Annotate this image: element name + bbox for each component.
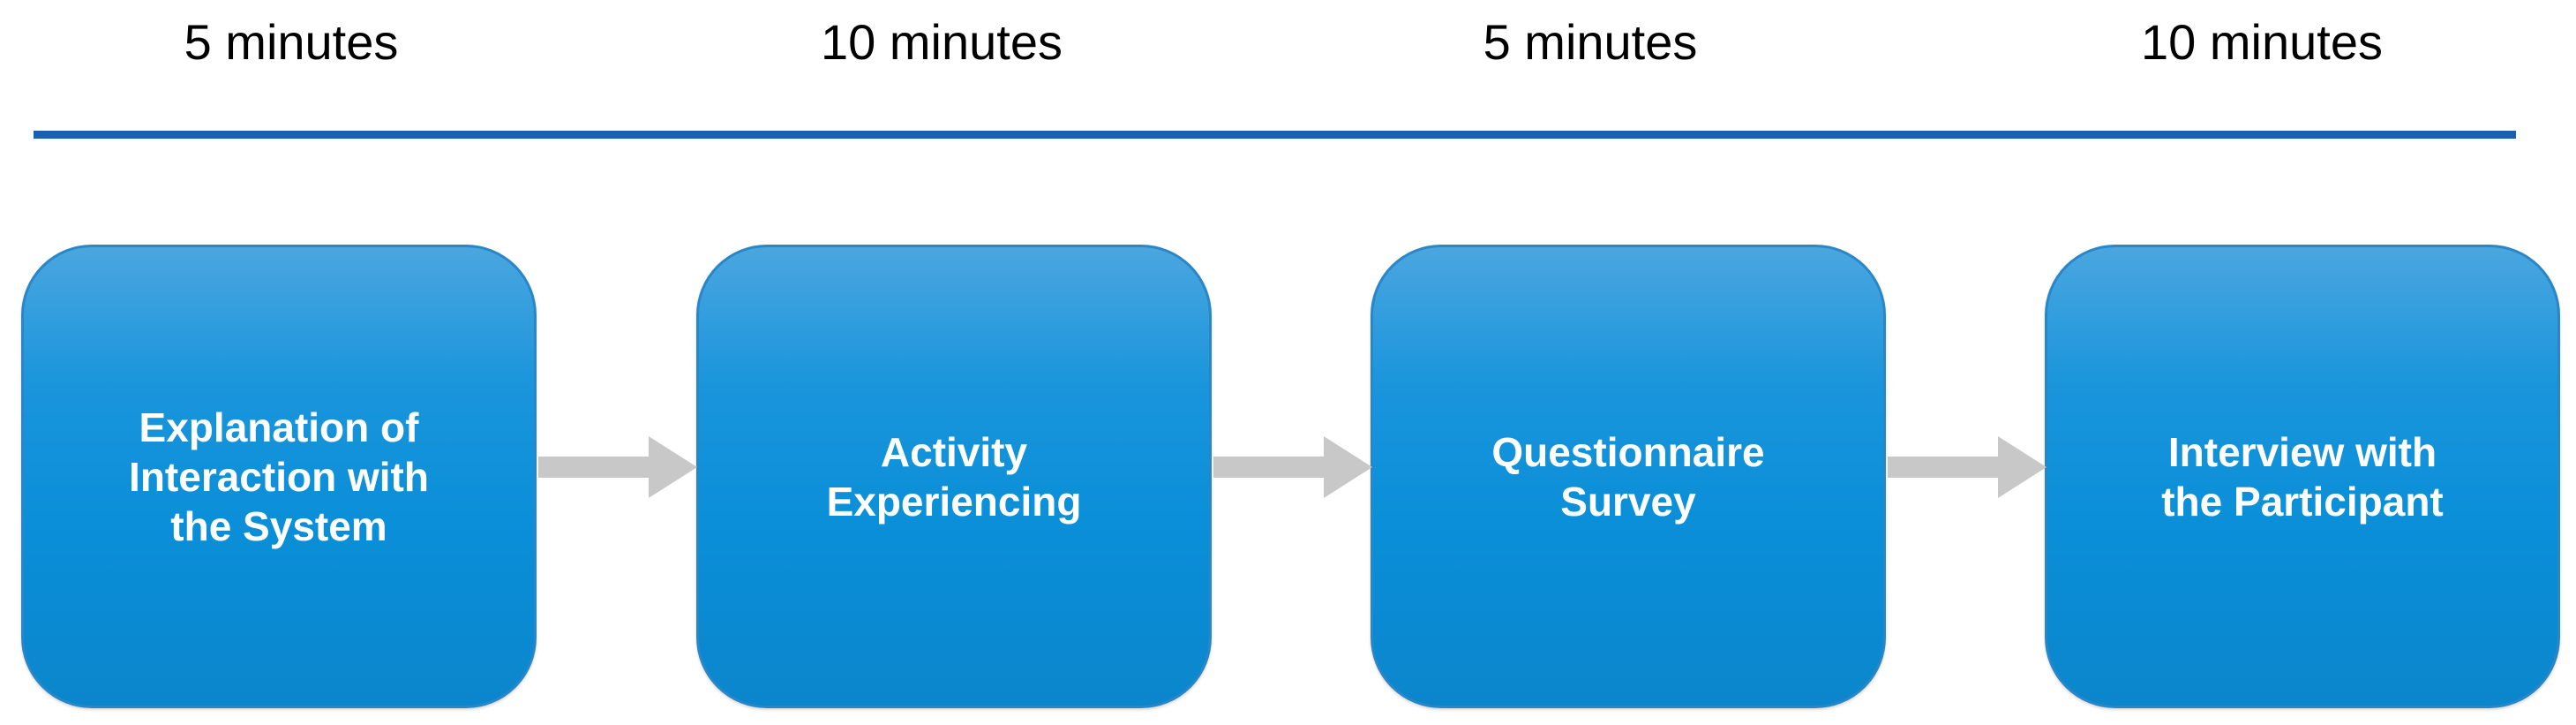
duration-label-step-3: 5 minutes [1483,14,1698,70]
step-box-interview: Interview with the Participant [2045,245,2560,708]
duration-label-step-1: 5 minutes [184,14,399,70]
step-box-questionnaire: Questionnaire Survey [1371,245,1886,708]
step-box-activity: Activity Experiencing [696,245,1212,708]
step-label: Interview with the Participant [2161,428,2444,525]
timeline-line [34,131,2516,139]
step-label: Explanation of Interaction with the Syst… [129,404,429,549]
arrow-right-icon [538,436,697,498]
duration-label-step-4: 10 minutes [2141,14,2383,70]
step-box-explanation: Explanation of Interaction with the Syst… [21,245,537,708]
arrow-right-icon [1888,436,2047,498]
duration-label-step-2: 10 minutes [821,14,1063,70]
step-label: Activity Experiencing [826,428,1082,525]
arrow-right-icon [1213,436,1372,498]
step-label: Questionnaire Survey [1491,428,1765,525]
